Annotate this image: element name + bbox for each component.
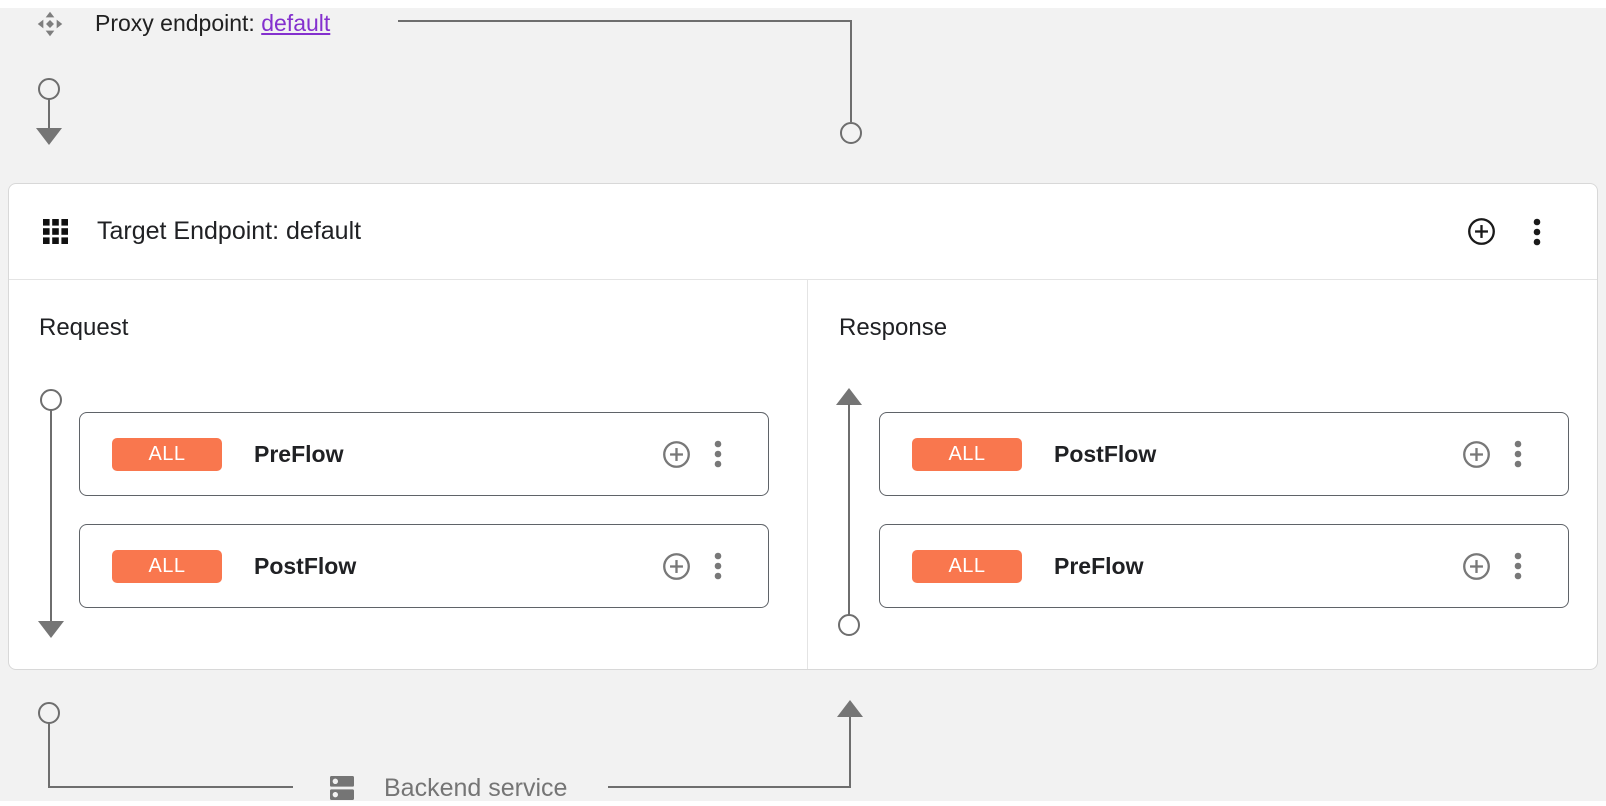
- flow-actions: [661, 551, 722, 582]
- kebab-menu-icon[interactable]: [1514, 440, 1522, 468]
- bottom-edge: [0, 801, 1606, 806]
- kebab-menu-icon[interactable]: [714, 552, 722, 580]
- target-endpoint-card: Target Endpoint: default Request: [8, 183, 1598, 670]
- response-postflow-box[interactable]: ALL PostFlow: [879, 412, 1569, 496]
- grid-icon[interactable]: [43, 219, 68, 244]
- request-preflow-box[interactable]: ALL PreFlow: [79, 412, 769, 496]
- outbound-start-node: [38, 702, 60, 724]
- kebab-menu-icon[interactable]: [1533, 218, 1541, 246]
- target-endpoint-actions: [1466, 216, 1541, 247]
- add-circle-icon[interactable]: [1466, 216, 1497, 247]
- flow-condition-badge: ALL: [912, 437, 1022, 471]
- flow-name: PreFlow: [254, 440, 344, 467]
- server-icon: [326, 772, 358, 804]
- proxy-connector-hline: [398, 20, 852, 22]
- add-circle-icon[interactable]: [661, 551, 692, 582]
- response-flow-arrowhead: [836, 388, 862, 405]
- top-edge: [0, 0, 1606, 8]
- inbound-arrowhead: [36, 128, 62, 145]
- add-circle-icon[interactable]: [1461, 551, 1492, 582]
- flow-condition-badge: ALL: [112, 437, 222, 471]
- proxy-endpoint-label-text: Proxy endpoint:: [95, 9, 255, 36]
- proxy-connector-terminal: [840, 122, 862, 144]
- flow-actions: [1461, 439, 1522, 470]
- kebab-menu-icon[interactable]: [1514, 552, 1522, 580]
- flow-condition-badge: ALL: [912, 549, 1022, 583]
- request-response-divider: [807, 280, 808, 669]
- proxy-endpoint-link[interactable]: default: [261, 9, 331, 36]
- response-preflow-box[interactable]: ALL PreFlow: [879, 524, 1569, 608]
- flow-name: PreFlow: [1054, 552, 1144, 579]
- return-hline: [608, 786, 851, 788]
- response-flow-start-node: [838, 614, 860, 636]
- add-circle-icon[interactable]: [1461, 439, 1492, 470]
- target-endpoint-title: Target Endpoint: default: [97, 217, 362, 245]
- request-flow-start-node: [40, 389, 62, 411]
- flow-condition-badge: ALL: [112, 549, 222, 583]
- backend-service-label: Backend service: [384, 773, 568, 802]
- flow-name: PostFlow: [1054, 440, 1157, 467]
- response-flow-line: [848, 404, 850, 615]
- request-flow-line: [50, 410, 52, 622]
- inbound-line: [48, 99, 50, 129]
- outbound-hline: [48, 786, 293, 788]
- request-panel-title: Request: [39, 314, 129, 341]
- backend-service: Backend service: [326, 772, 567, 804]
- inbound-start-node: [38, 78, 60, 100]
- flow-name: PostFlow: [254, 552, 357, 579]
- proxy-endpoint-label: Proxy endpoint: default: [95, 10, 330, 37]
- outbound-vline: [48, 723, 50, 788]
- flow-actions: [1461, 551, 1522, 582]
- request-flow-arrowhead: [38, 621, 64, 638]
- add-circle-icon[interactable]: [661, 439, 692, 470]
- response-panel-title: Response: [839, 314, 948, 341]
- flow-actions: [661, 439, 722, 470]
- move-icon[interactable]: [36, 10, 64, 38]
- kebab-menu-icon[interactable]: [714, 440, 722, 468]
- proxy-connector-vline: [850, 20, 852, 122]
- proxy-endpoint-row: Proxy endpoint: default: [36, 8, 330, 38]
- return-vline: [849, 716, 851, 788]
- target-endpoint-header: Target Endpoint: default: [9, 184, 1597, 280]
- request-postflow-box[interactable]: ALL PostFlow: [79, 524, 769, 608]
- return-arrowhead: [837, 700, 863, 717]
